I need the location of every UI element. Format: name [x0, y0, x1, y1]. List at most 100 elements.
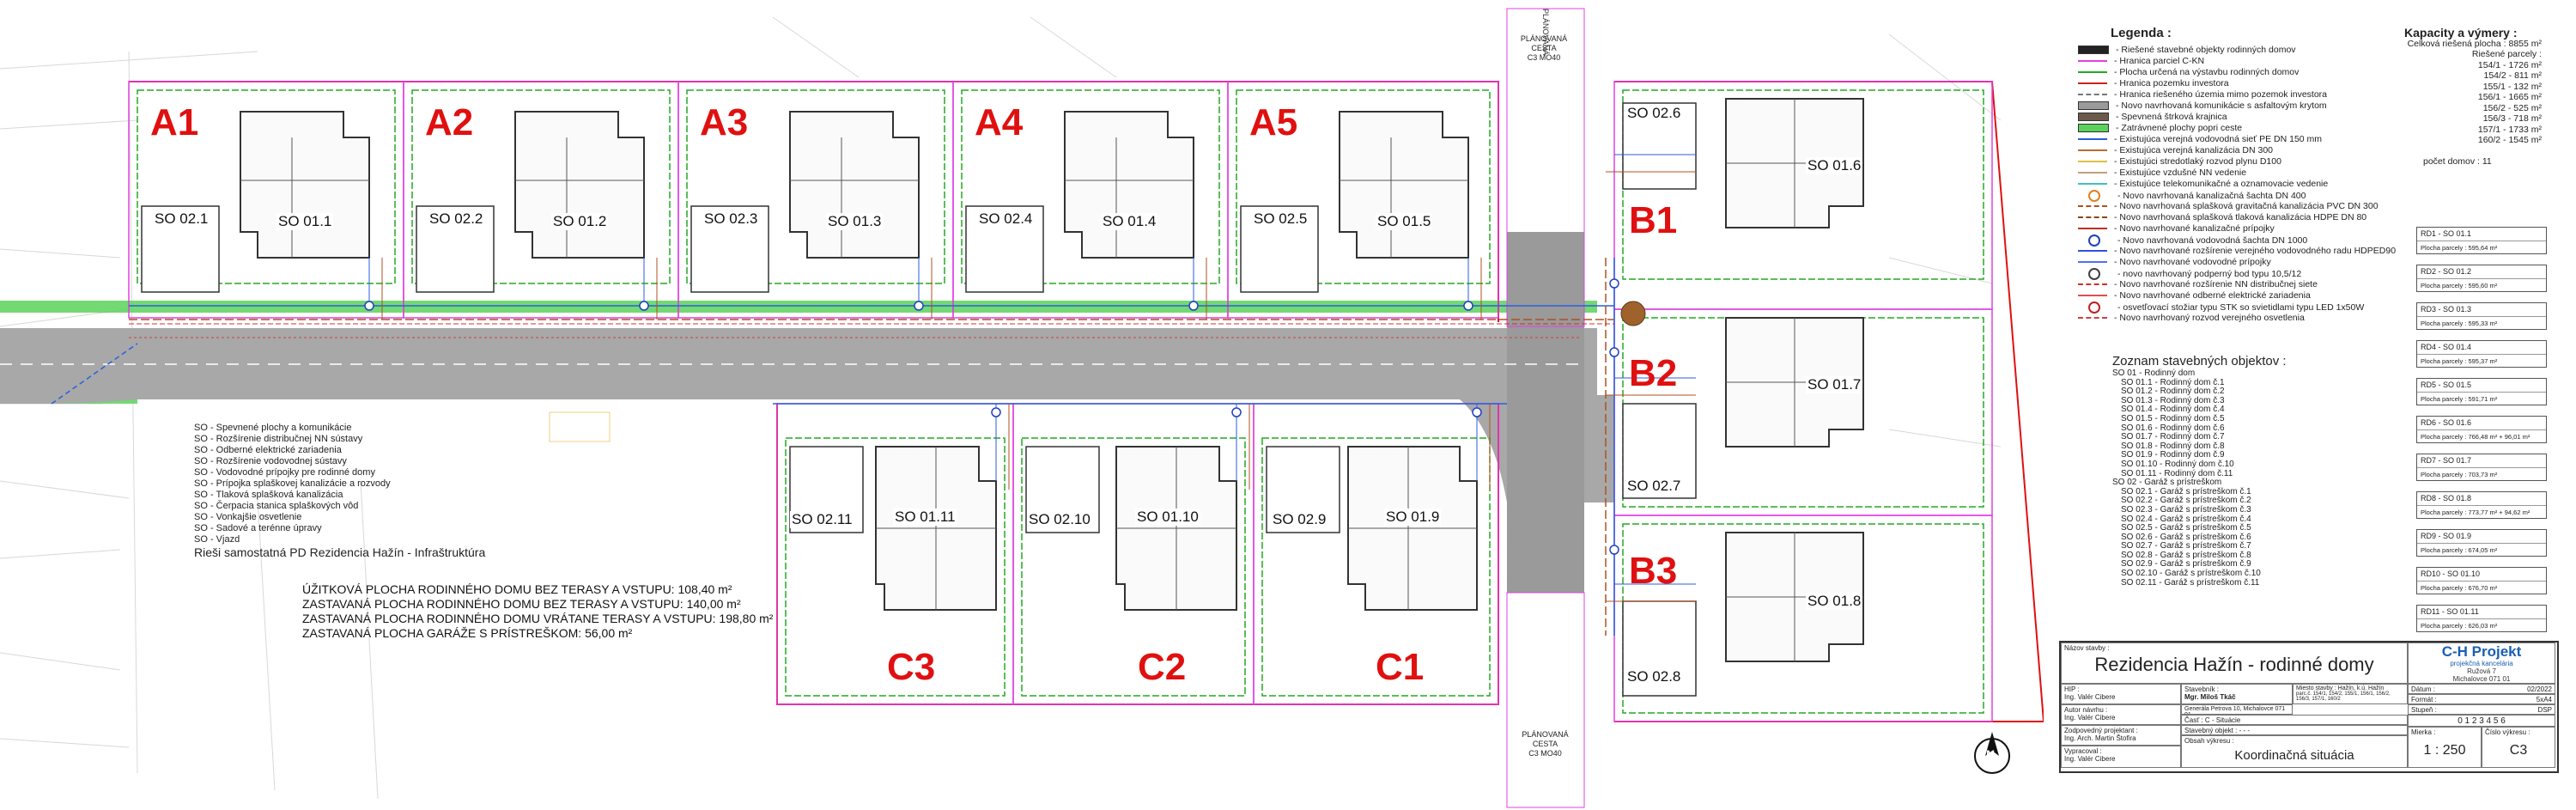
- house-label-so01-9: SO 01.9: [1384, 509, 1442, 526]
- water-connections: [368, 154, 1696, 585]
- planned-road-label-t1: PLÁNOVANÁ: [1520, 34, 1568, 43]
- legend-item: - Zatrávnené plochy popri ceste: [2078, 123, 2242, 134]
- legend-swatch: [2078, 71, 2107, 74]
- object-line: SO 02.8 - Garáž s prístreškom č.8: [2121, 550, 2251, 560]
- legend-text: - Existujúca verejná vodovodná sieť PE D…: [2114, 134, 2323, 144]
- rd-box-area: Plocha parcely : 766,48 m² + 96,01 m²: [2417, 429, 2546, 443]
- object-line: SO 02.10 - Garáž s prístreškom č.10: [2121, 569, 2261, 579]
- legend-swatch: [2078, 261, 2107, 264]
- stamp-investor-addr: Generála Petrova 10, Michalovce 071 01: [2181, 704, 2293, 715]
- stamp-sheets: 0 1 2 3 4 5 6: [2408, 715, 2555, 727]
- legend-text: - Spevnená štrková krajnica: [2116, 112, 2227, 122]
- legend-text: - Novo navrhovaný rozvod verejného osvet…: [2114, 313, 2305, 323]
- note-line: SO - Vjazd: [194, 534, 240, 545]
- object-line: SO 02.7 - Garáž s prístreškom č.7: [2121, 541, 2251, 551]
- legend-swatch: [2078, 138, 2107, 141]
- sewer-connections: [381, 171, 1696, 602]
- legend-swatch: [2078, 60, 2107, 63]
- object-line: SO 02 - Garáž s prístreškom: [2112, 478, 2222, 488]
- legend-text: - Novo navrhované rozšírenie verejného v…: [2114, 246, 2397, 256]
- legend-item: - Novo navrhované vodovodné prípojky: [2078, 257, 2271, 268]
- legend-swatch: [2078, 94, 2107, 96]
- plot-label-a2: A2: [425, 101, 474, 143]
- legend-item: - Novo navrhované kanalizačné prípojky: [2078, 223, 2275, 234]
- garage-label-so02-2: SO 02.2: [428, 210, 485, 228]
- stamp-investor-label: Stavebník :: [2184, 685, 2220, 693]
- note-line: SO - Čerpacia stanica splaškových vôd: [194, 501, 359, 511]
- object-line: SO 02.3 - Garáž s prístreškom č.3: [2121, 504, 2251, 515]
- capacity-total: Celková riešená plocha : 8855 m²: [2407, 38, 2542, 49]
- stamp-investor-name: Mgr. Miloš Tkáč: [2184, 693, 2236, 701]
- garage-label-so02-7: SO 02.7: [1625, 478, 1683, 495]
- legend-text: - Novo navrhované kanalizačné prípojky: [2114, 223, 2275, 234]
- legend-item: - Novo navrhovaná splašková gravitačná k…: [2078, 201, 2379, 212]
- legend-item: - Existujúce vzdušné NN vedenie: [2078, 167, 2246, 179]
- object-line: SO 01.11 - Rodinný dom č.11: [2121, 468, 2233, 478]
- planned-road-label-top-text: PLÁNOVANÁ CESTA C3 MO40: [1518, 34, 1570, 63]
- legend-text: - Novo navrhovaná splašková gravitačná k…: [2114, 201, 2379, 211]
- object-line: SO 01.1 - Rodinný dom č.1: [2121, 377, 2225, 387]
- area-line: ÚŽITKOVÁ PLOCHA RODINNÉHO DOMU BEZ TERAS…: [302, 582, 732, 596]
- legend-text: - Hranica riešeného územia mimo pozemok …: [2114, 89, 2328, 100]
- object-line: SO 02.4 - Garáž s prístreškom č.4: [2121, 514, 2251, 524]
- rd-box-name: RD6 - SO 01.6: [2421, 418, 2472, 427]
- stamp-company-addr2: Michalovce 071 01: [2452, 675, 2511, 683]
- capacity-parcel: 156/2 - 525 m²: [2482, 102, 2542, 113]
- capacity-parcel: 156/3 - 718 m²: [2482, 113, 2542, 124]
- legend-item: - Novo navrhovaná vodovodná šachta DN 10…: [2078, 234, 2308, 247]
- plot-label-c1: C1: [1376, 646, 1425, 688]
- legend-text: - Zatrávnené plochy popri ceste: [2116, 123, 2243, 133]
- stamp-content-label: Obsah výkresu :: [2184, 737, 2234, 745]
- legend-text: - Existujúci stredotlaký rozvod plynu D1…: [2114, 156, 2281, 167]
- house-label-so01-2: SO 01.2: [551, 213, 609, 230]
- stamp-author: Autor návrhu :Ing. Valér Cibere: [2061, 704, 2181, 725]
- object-line: SO 02.11 - Garáž s prístreškom č.11: [2121, 577, 2260, 588]
- rd-box-area: Plocha parcely : 626,03 m²: [2417, 618, 2546, 632]
- area-summary: ÚŽITKOVÁ PLOCHA RODINNÉHO DOMU BEZ TERAS…: [302, 582, 773, 641]
- planned-road-label-t3: C3 MO40: [1527, 53, 1561, 62]
- legend-item: - Hranica riešeného územia mimo pozemok …: [2078, 89, 2327, 100]
- stamp-hip: HIP :Ing. Valér Cibere: [2061, 684, 2181, 704]
- stamp-degree-value: - - -: [2239, 727, 2251, 734]
- site-plan-drawing: [0, 8, 2044, 808]
- object-line: SO 02.6 - Garáž s prístreškom č.6: [2121, 532, 2251, 542]
- stamp-degree-label: Stavebný objekt :: [2184, 727, 2238, 734]
- rd-box-area: Plocha parcely : 773,77 m² + 94,62 m²: [2417, 505, 2546, 519]
- rd-box-name: RD9 - SO 01.9: [2421, 532, 2472, 540]
- house-label-so01-8: SO 01.8: [1806, 593, 1863, 610]
- planned-road-label-top: PLÁNOVANÁ: [1528, 9, 1563, 55]
- stamp-company-cell: C-H Projekt projekčná kancelária Ružová …: [2408, 643, 2555, 684]
- object-line: SO 01.5 - Rodinný dom č.5: [2121, 413, 2225, 423]
- legend-swatch: [2078, 82, 2107, 85]
- legend-swatch: [2088, 190, 2100, 202]
- planned-road-label-b1: PLÁNOVANÁ: [1522, 730, 1569, 739]
- legend-item: - Hranica parciel C-KN: [2078, 56, 2204, 67]
- house-label-so01-1: SO 01.1: [276, 213, 334, 230]
- stamp-number-value: C3: [2509, 743, 2528, 758]
- rd-box-area: Plocha parcely : 595,60 m²: [2417, 278, 2546, 292]
- object-line: SO 01.3 - Rodinný dom č.3: [2121, 395, 2225, 405]
- object-line: SO 01.7 - Rodinný dom č.7: [2121, 432, 2225, 442]
- rd-box-name: RD3 - SO 01.3: [2421, 305, 2472, 314]
- legend-text: - Novo navrhovaná vodovodná šachta DN 10…: [2117, 234, 2308, 246]
- rd-box-name: RD7 - SO 01.7: [2421, 456, 2472, 465]
- legend-item: - Novo navrhovaná komunikácie s asfaltov…: [2078, 100, 2327, 112]
- plot-label-b1: B1: [1629, 199, 1678, 241]
- site-plan: A1 A2 A3 A4 A5 B1 B2 B3 C1 C2 C3 SO 02.1…: [0, 8, 2044, 808]
- legend-item: - Plocha určená na výstavbu rodinných do…: [2078, 67, 2299, 78]
- capacity-parcels-title: Riešené parcely :: [2471, 49, 2542, 59]
- stamp-hip-label: HIP :: [2064, 685, 2080, 693]
- stamp-format: Formát :5xA4: [2408, 694, 2555, 704]
- house-label-so01-5: SO 01.5: [1376, 213, 1433, 230]
- object-line: SO 02.2 - Garáž s prístreškom č.2: [2121, 496, 2251, 506]
- stamp-number-label: Číslo výkresu :: [2485, 728, 2530, 736]
- object-line: SO 01.9 - Rodinný dom č.9: [2121, 450, 2225, 460]
- manholes: [364, 278, 1619, 555]
